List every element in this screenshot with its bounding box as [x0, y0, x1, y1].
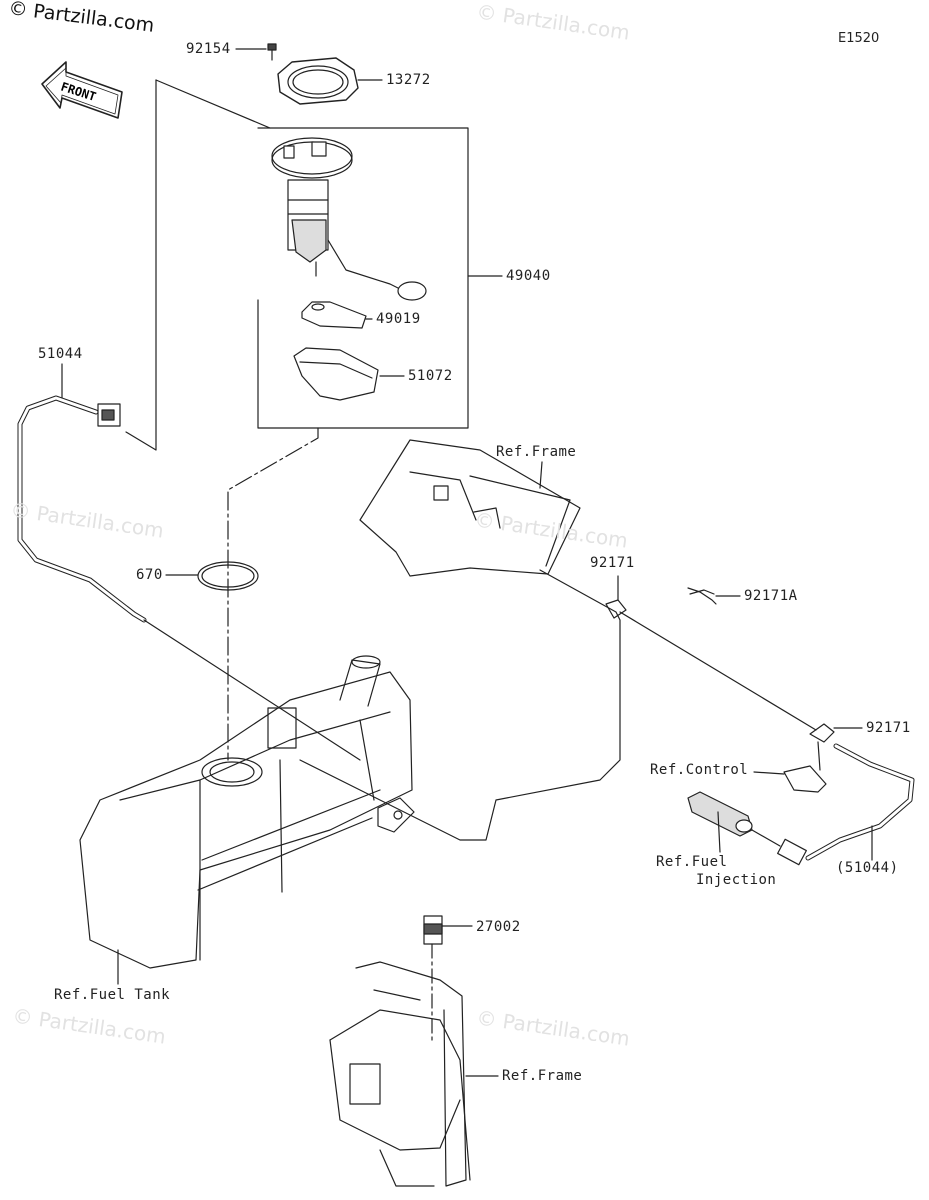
callout-92171-b[interactable]: 92171 [866, 720, 911, 736]
front-arrow-icon [41, 61, 123, 119]
callout-92154[interactable]: 92154 [186, 41, 231, 57]
callout-49040[interactable]: 49040 [506, 268, 551, 284]
front-label: FRONT [59, 80, 98, 104]
diagram-code: E1520 [838, 31, 880, 46]
callout-27002[interactable]: 27002 [476, 919, 521, 935]
callout-51044[interactable]: 51044 [38, 346, 83, 362]
clamp-92171A-icon[interactable] [687, 587, 741, 605]
callout-ref-control[interactable]: Ref.Control [650, 762, 749, 778]
filter-49019-icon[interactable] [301, 301, 373, 329]
callout-13272[interactable]: 13272 [386, 72, 431, 88]
bolt-92154-icon[interactable] [235, 43, 277, 61]
connector-27002-icon[interactable] [423, 915, 473, 1041]
fuel-injection-icon[interactable] [687, 791, 781, 853]
callout-ref-fuel-tank[interactable]: Ref.Fuel Tank [54, 987, 171, 1003]
fuel-tank-icon[interactable] [79, 655, 415, 985]
frame-bottom-icon[interactable] [329, 961, 499, 1187]
fuel-pump-assembly-49040-icon[interactable] [271, 137, 427, 301]
o-ring-670-icon[interactable] [165, 561, 259, 591]
control-bracket-icon[interactable] [753, 741, 827, 793]
callout-670[interactable]: 670 [136, 567, 163, 583]
plate-13272-icon[interactable] [277, 57, 383, 105]
hose-51044-paren-icon[interactable] [777, 743, 915, 866]
callout-ref-fuel-injection-1[interactable]: Ref.Fuel [656, 854, 728, 870]
callout-51072[interactable]: 51072 [408, 368, 453, 384]
callout-49019[interactable]: 49019 [376, 311, 421, 327]
callout-ref-frame-bottom[interactable]: Ref.Frame [502, 1068, 583, 1084]
frame-top-icon[interactable] [359, 439, 581, 577]
harness-51044-icon[interactable] [17, 363, 147, 623]
clamp-92171-b-icon[interactable] [809, 723, 863, 743]
front-label-svg: FRONT [59, 80, 98, 104]
filter-51072-icon[interactable] [293, 347, 405, 401]
callout-92171-a[interactable]: 92171 [590, 555, 635, 571]
callout-51044-paren[interactable]: (51044) [836, 860, 899, 876]
clamp-92171-a-icon[interactable] [605, 575, 627, 619]
callout-ref-frame-top[interactable]: Ref.Frame [496, 444, 577, 460]
callout-92171A[interactable]: 92171A [744, 588, 798, 604]
callout-ref-fuel-injection-2[interactable]: Injection [696, 872, 777, 888]
